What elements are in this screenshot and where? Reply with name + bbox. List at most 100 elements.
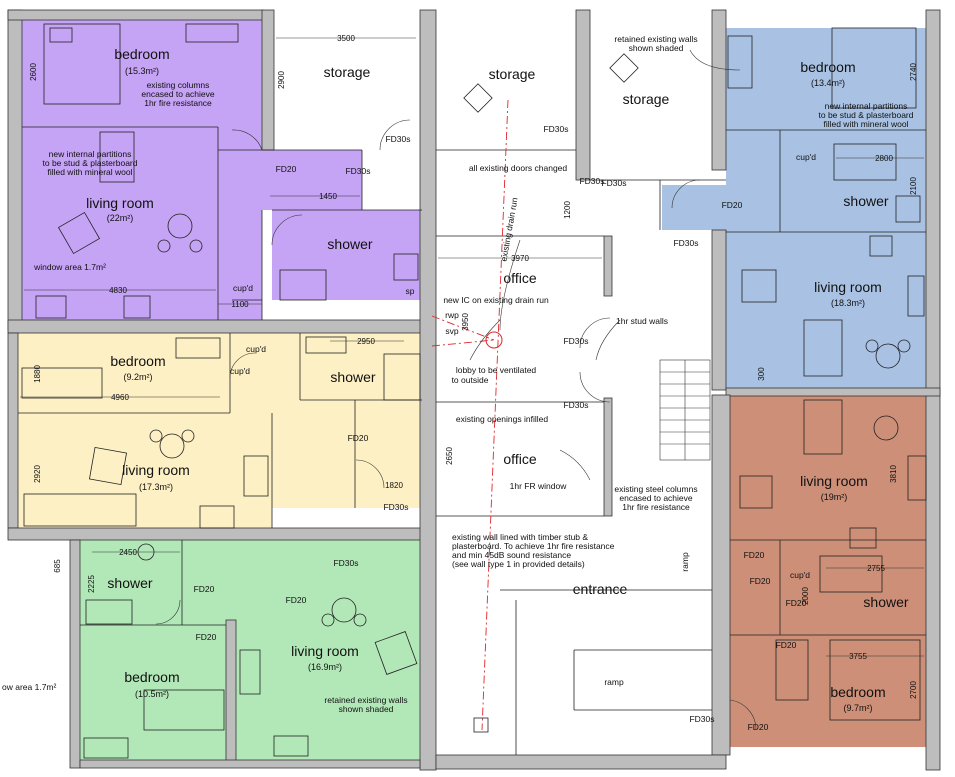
room-name: shower xyxy=(107,575,152,591)
rwp-label: rwp xyxy=(445,310,459,320)
room-name: office xyxy=(503,270,536,286)
room-name: living room xyxy=(291,643,359,659)
room-name: shower xyxy=(327,236,372,252)
note-text: all existing doors changed xyxy=(469,163,568,173)
room-name: shower xyxy=(863,594,908,610)
note-text: 1hr fire resistance xyxy=(622,502,690,512)
dimension-label: 2800 xyxy=(875,154,893,163)
dimension-label: 1450 xyxy=(319,192,337,201)
dimension-label: 300 xyxy=(757,367,766,381)
cupboard-label: cup'd xyxy=(233,283,253,293)
note-text: shown shaded xyxy=(629,43,684,53)
room-area: (10.5m²) xyxy=(135,689,169,699)
door-label: FD20 xyxy=(786,598,807,608)
room-area: (16.9m²) xyxy=(308,662,342,672)
room-name: shower xyxy=(843,193,888,209)
walls xyxy=(7,9,941,771)
note-text: 1hr FR window xyxy=(510,481,568,491)
door-label: FD30s xyxy=(563,400,588,410)
dimension-label: 2900 xyxy=(277,71,286,89)
dimension-label: 2950 xyxy=(357,337,375,346)
room-area: (17.3m²) xyxy=(139,482,173,492)
note-text: (see wall type 1 in provided details) xyxy=(452,559,585,569)
dimension-label: 2225 xyxy=(87,575,96,593)
cupboard-label: cup'd xyxy=(790,570,810,580)
room-area: (15.3m²) xyxy=(125,66,159,76)
note-text: retained existing walls xyxy=(324,695,407,705)
staircase xyxy=(659,359,711,461)
note-text: encased to achieve xyxy=(141,89,215,99)
dimension-label: 685 xyxy=(53,559,62,573)
door-label: FD30s xyxy=(689,714,714,724)
dimension-label: 2000 xyxy=(801,587,810,605)
dimension-label: 2755 xyxy=(867,564,885,573)
door-label: FD30s xyxy=(579,176,604,186)
drain-run-label: existing drain run xyxy=(499,196,520,262)
dimension-label: 3950 xyxy=(461,313,470,331)
note-text: new internal partitions xyxy=(49,149,132,159)
dimension-label: 3970 xyxy=(511,254,529,263)
door-label: FD20 xyxy=(348,433,369,443)
annotations: existing columns encased to achieve 1hr … xyxy=(2,34,914,714)
door-label: FD20 xyxy=(276,164,297,174)
door-label: FD20 xyxy=(196,632,217,642)
partitions xyxy=(18,126,926,755)
note-text: existing wall lined with timber stub & xyxy=(452,532,588,542)
room-name: living room xyxy=(800,473,868,489)
flat-green xyxy=(80,540,425,765)
door-label: FD20 xyxy=(748,722,769,732)
dimension-label: 1820 xyxy=(385,481,403,490)
note-text: existing columns xyxy=(147,80,210,90)
dimension-label: 2700 xyxy=(909,681,918,699)
dimension-label: 2650 xyxy=(445,447,454,465)
dimension-label: 2920 xyxy=(33,465,42,483)
note-text: existing steel columns xyxy=(614,484,697,494)
room-name: living room xyxy=(814,279,882,295)
drain-run xyxy=(431,99,509,731)
door-label: FD20 xyxy=(776,640,797,650)
room-name: storage xyxy=(489,66,536,82)
note-text: filled with mineral wool xyxy=(47,167,132,177)
room-area: (13.4m²) xyxy=(811,78,845,88)
note-text: and min 45dB sound resistance xyxy=(452,550,571,560)
door-label: FD20 xyxy=(750,576,771,586)
room-name: storage xyxy=(623,91,670,107)
door-label: FD30s xyxy=(333,558,358,568)
note-text: 1hr fire resistance xyxy=(144,98,212,108)
dimension-label: 3755 xyxy=(849,652,867,661)
note-text: filled with mineral wool xyxy=(823,119,908,129)
note-text: window area 1.7m² xyxy=(33,262,106,272)
room-name: bedroom xyxy=(830,684,885,700)
note-text: ow area 1.7m² xyxy=(2,682,56,692)
dimension-label: 1200 xyxy=(563,201,572,219)
door-label: FD30s xyxy=(383,502,408,512)
ramp-label: ramp xyxy=(680,552,690,572)
cupboard-label: cup'd xyxy=(796,152,816,162)
door-label: FD30s xyxy=(345,166,370,176)
note-text: 1hr stud walls xyxy=(616,316,668,326)
room-name: bedroom xyxy=(110,353,165,369)
dimension-label: 4830 xyxy=(109,286,127,295)
room-name: shower xyxy=(330,369,375,385)
dimension-label: 1880 xyxy=(33,365,42,383)
room-labels: bedroom (15.3m²) living room (22m²) stor… xyxy=(86,46,909,713)
note-text: encased to achieve xyxy=(619,493,693,503)
flat-blue xyxy=(662,28,926,388)
door-label: FD30s xyxy=(563,336,588,346)
note-text: existing openings infilled xyxy=(456,414,548,424)
note-text: retained existing walls xyxy=(614,34,697,44)
note-text: to be stud & plasterboard xyxy=(819,110,914,120)
ramp-label: ramp xyxy=(604,677,624,687)
door-label: FD20 xyxy=(286,595,307,605)
door-label: FD30s xyxy=(385,134,410,144)
door-label: FD30s xyxy=(601,178,626,188)
svp-label: svp xyxy=(445,326,459,336)
door-label: FD30s xyxy=(673,238,698,248)
room-area: (9.2m²) xyxy=(124,372,153,382)
cupboard-label: cup'd xyxy=(246,344,266,354)
note-text: new IC on existing drain run xyxy=(443,295,549,305)
dimensions: 3500 2900 2600 1450 4830 1100 3970 1200 … xyxy=(20,34,924,699)
note-text: new internal partitions xyxy=(825,101,908,111)
room-area: (18.3m²) xyxy=(831,298,865,308)
